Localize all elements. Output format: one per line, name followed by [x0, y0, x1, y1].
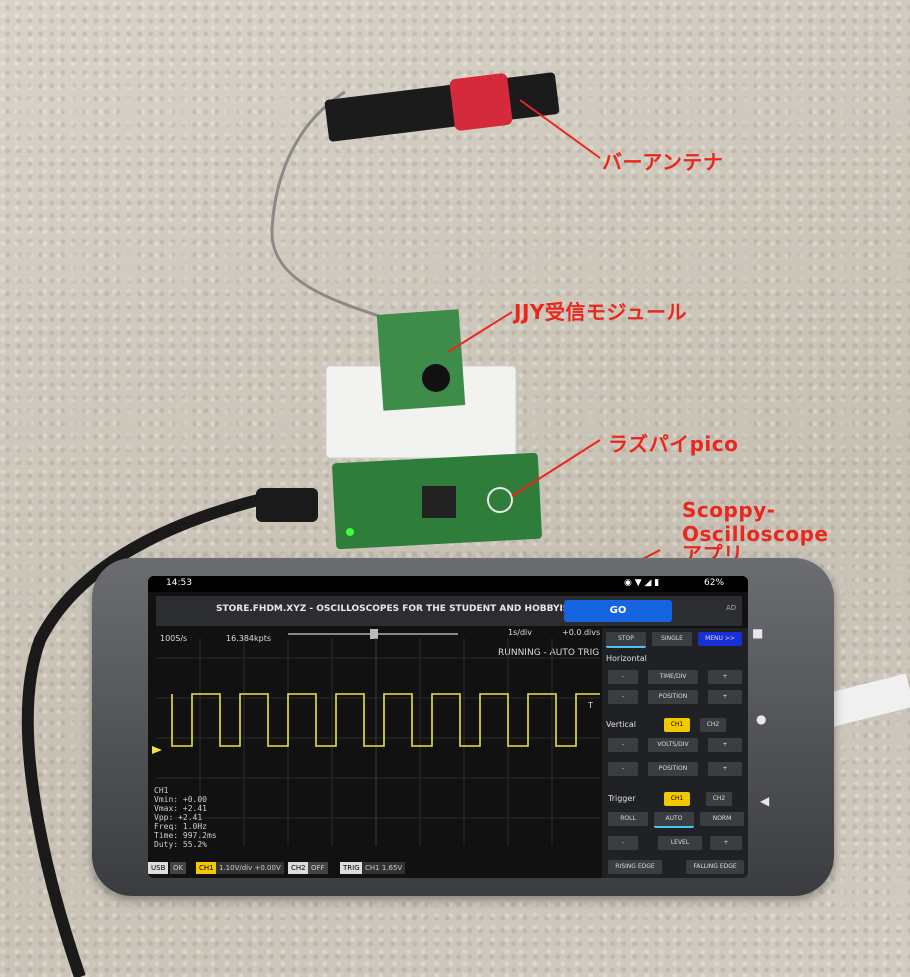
usb-cable [21, 494, 260, 977]
jjy-crystal [422, 364, 450, 392]
vertical-title: Vertical [606, 720, 636, 729]
v-ch1-button[interactable]: CH1 [664, 718, 690, 732]
ch1-tag[interactable]: CH1 [196, 862, 217, 874]
ch2-tag[interactable]: CH2 [288, 862, 309, 874]
scope-grid [156, 638, 600, 846]
run-status: RUNNING - AUTO TRIG [498, 648, 600, 658]
offset: +0.0 divs [562, 628, 601, 637]
go-button[interactable]: GO [564, 600, 672, 622]
time-div-plus[interactable]: + [708, 670, 742, 684]
t-ch1-button[interactable]: CH1 [664, 792, 690, 806]
sample-rate: 100S/s [160, 634, 188, 643]
control-panel: STOP SINGLE MENU >> Horizontal - TIME/DI… [602, 628, 748, 878]
stop-button[interactable]: STOP [606, 632, 646, 648]
trig-tag[interactable]: TRIG [340, 862, 363, 874]
ch1-level-marker [152, 746, 162, 754]
volts-div-label: VOLTS/DIV [648, 738, 698, 752]
usb-tag: USB [148, 862, 169, 874]
level-minus[interactable]: - [608, 836, 638, 850]
v-position-plus[interactable]: + [708, 762, 742, 776]
h-position-minus[interactable]: - [608, 690, 638, 704]
ad-banner[interactable]: STORE.FHDM.XYZ - OSCILLOSCOPES FOR THE S… [156, 596, 742, 626]
rp2040-chip [422, 486, 456, 518]
rising-edge-button[interactable]: RISING EDGE [608, 860, 662, 874]
ad-tag: AD [726, 604, 737, 612]
volts-div-plus[interactable]: + [708, 738, 742, 752]
jjy-module [376, 309, 466, 411]
falling-edge-button[interactable]: FALLING EDGE [686, 860, 744, 874]
v-position-minus[interactable]: - [608, 762, 638, 776]
trig-info: CH1 1.65V [362, 862, 406, 874]
time-div-minus[interactable]: - [608, 670, 638, 684]
antenna-coil [449, 73, 513, 131]
volts-div-minus[interactable]: - [608, 738, 638, 752]
recent-apps-icon[interactable]: ■ [752, 626, 764, 640]
charger-cable [825, 673, 910, 727]
bottom-status-bar: USB OK CH1 1.10V/div +0.00V CH2 OFF TRIG… [148, 858, 748, 878]
norm-button[interactable]: NORM [700, 812, 744, 826]
status-bar: 14:53 62% ◉ ▼ ◢ ▮ [148, 576, 748, 592]
label-antenna: バーアンテナ [602, 150, 724, 174]
h-position-label: POSITION [648, 690, 698, 704]
single-button[interactable]: SINGLE [652, 632, 692, 646]
back-icon[interactable]: ◀ [760, 794, 770, 808]
usb-plug [256, 488, 318, 522]
ch1-trace [171, 693, 600, 747]
ch1-info: 1.10V/div +0.00V [216, 862, 284, 874]
ch2-state: OFF [308, 862, 328, 874]
h-position-plus[interactable]: + [708, 690, 742, 704]
time-div-label: TIME/DIV [648, 670, 698, 684]
scope-display[interactable]: T [148, 576, 748, 878]
phone-screen: 14:53 62% ◉ ▼ ◢ ▮ STORE.FHDM.XYZ - OSCIL… [148, 576, 748, 878]
label-scoppy: Scoppy-Oscilloscope [682, 498, 829, 546]
trigger-marker: T [587, 701, 593, 710]
trigger-title: Trigger [608, 794, 636, 803]
status-time: 14:53 [166, 578, 192, 588]
level-label: LEVEL [658, 836, 702, 850]
v-position-label: POSITION [648, 762, 698, 776]
label-pico: ラズパイpico [608, 432, 739, 456]
t-ch2-button[interactable]: CH2 [706, 792, 732, 806]
ad-text: STORE.FHDM.XYZ - OSCILLOSCOPES FOR THE S… [216, 604, 576, 614]
home-icon[interactable]: ● [756, 712, 767, 726]
label-module: JJY受信モジュール [514, 300, 687, 324]
raspberry-logo [487, 487, 513, 513]
bar-antenna [324, 72, 560, 142]
measurements: CH1 Vmin: +0.00 Vmax: +2.41 Vpp: +2.41 F… [154, 786, 217, 849]
horizontal-title: Horizontal [606, 654, 647, 663]
time-div: 1s/div [508, 628, 532, 637]
points: 16.384kpts [226, 634, 272, 643]
battery-level: 62% [704, 578, 725, 588]
v-ch2-button[interactable]: CH2 [700, 718, 726, 732]
auto-button[interactable]: AUTO [654, 812, 694, 828]
usb-state: OK [170, 862, 187, 874]
level-plus[interactable]: + [710, 836, 742, 850]
signal-icons: ◉ ▼ ◢ ▮ [624, 578, 660, 588]
menu-button[interactable]: MENU >> [698, 632, 742, 646]
antenna-wire [270, 90, 386, 320]
power-led [346, 528, 354, 536]
roll-button[interactable]: ROLL [608, 812, 648, 826]
